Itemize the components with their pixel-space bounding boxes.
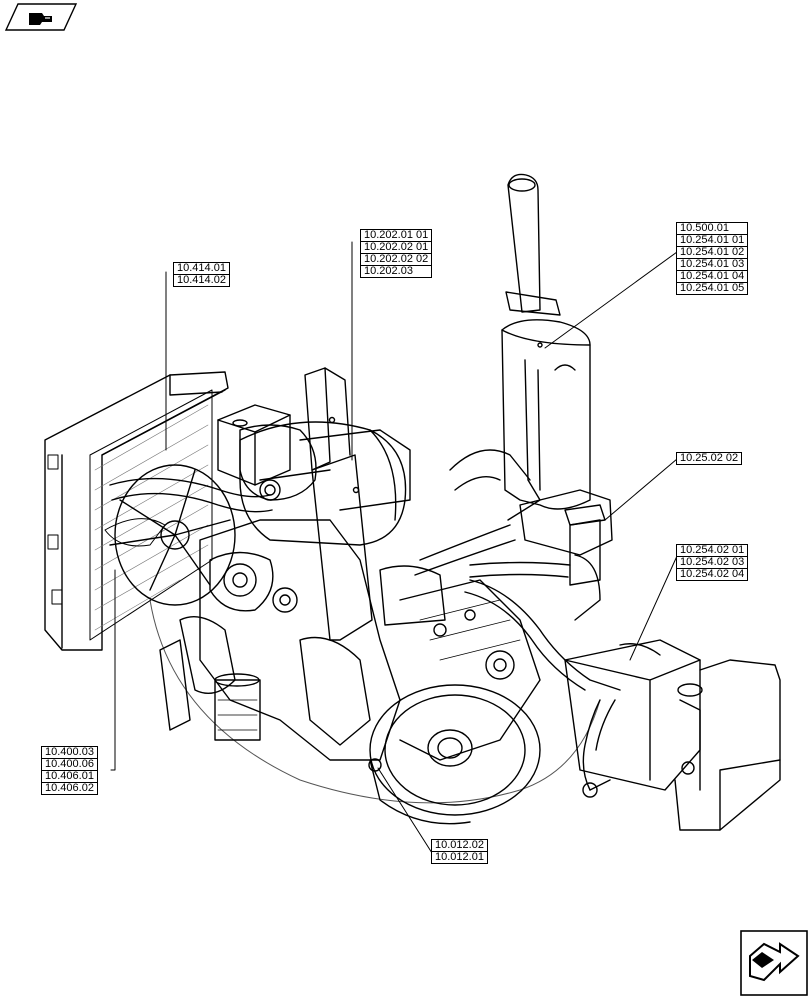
engine-block — [159, 424, 541, 761]
callout-ref[interactable]: 10.400.06 — [42, 759, 97, 771]
callout-ref[interactable]: 10.500.01 — [677, 223, 748, 235]
crossover-pipe — [469, 561, 571, 578]
callout-ref[interactable]: 10.202.02 02 — [361, 254, 432, 266]
exhaust-transfer-pipe — [414, 449, 531, 576]
exhaust-system — [501, 173, 591, 521]
callout-ref[interactable]: 10.414.01 — [174, 263, 229, 275]
callout-air-intake[interactable]: 10.202.01 01 10.202.02 01 10.202.02 02 1… — [360, 229, 433, 278]
callout-radiator[interactable]: 10.414.01 10.414.02 — [173, 262, 230, 287]
callout-ref[interactable]: 10.254.02 03 — [677, 557, 748, 569]
callout-ref[interactable]: 10.25.02 02 — [680, 452, 739, 464]
callout-ref[interactable]: 10.012.02 — [432, 840, 487, 852]
next-page-hand-icon[interactable] — [740, 930, 808, 996]
callout-ref[interactable]: 10.202.02 01 — [361, 242, 432, 254]
ground-shadow — [149, 599, 601, 804]
leader-lines — [110, 241, 678, 854]
radiator — [44, 371, 229, 651]
callout-ref[interactable]: 10.254.01 03 — [677, 259, 748, 271]
callout-ref[interactable]: 10.202.01 01 — [361, 230, 432, 242]
callout-ref[interactable]: 10.254.02 04 — [680, 568, 745, 580]
callout-cooling[interactable]: 10.400.03 10.400.06 10.406.01 10.406.02 — [41, 746, 98, 795]
callout-flywheel[interactable]: 10.012.02 10.012.01 — [431, 839, 488, 864]
previous-page-hand-icon[interactable] — [4, 2, 78, 32]
callout-exhaust[interactable]: 10.500.01 10.254.01 01 10.254.01 02 10.2… — [676, 222, 749, 295]
callout-ref[interactable]: 10.254.01 05 — [680, 282, 745, 294]
flywheel-housing — [368, 684, 541, 825]
callout-ref[interactable]: 10.202.03 — [364, 265, 413, 277]
callout-ref[interactable]: 10.254.02 01 — [677, 545, 748, 557]
expansion-tank — [217, 404, 291, 486]
cooling-fan — [104, 464, 236, 606]
def-tank — [564, 639, 781, 831]
callout-ref[interactable]: 10.254.01 02 — [677, 247, 748, 259]
callout-ref[interactable]: 10.254.01 04 — [677, 271, 748, 283]
upper-hose — [109, 477, 273, 513]
callout-ref[interactable]: 10.406.02 — [45, 782, 94, 794]
rear-hose — [464, 579, 621, 691]
callout-ref[interactable]: 10.012.01 — [435, 851, 484, 863]
callout-ref[interactable]: 10.406.01 — [42, 771, 97, 783]
callout-ref[interactable]: 10.414.02 — [177, 274, 226, 286]
callout-reservoir[interactable]: 10.25.02 02 — [676, 452, 743, 465]
callout-def-tank[interactable]: 10.254.02 01 10.254.02 03 10.254.02 04 — [676, 544, 749, 581]
air-cleaner — [239, 421, 446, 626]
air-intake-duct — [304, 367, 373, 641]
scr-module — [519, 489, 613, 621]
callout-ref[interactable]: 10.254.01 01 — [677, 235, 748, 247]
callout-ref[interactable]: 10.400.03 — [42, 747, 97, 759]
